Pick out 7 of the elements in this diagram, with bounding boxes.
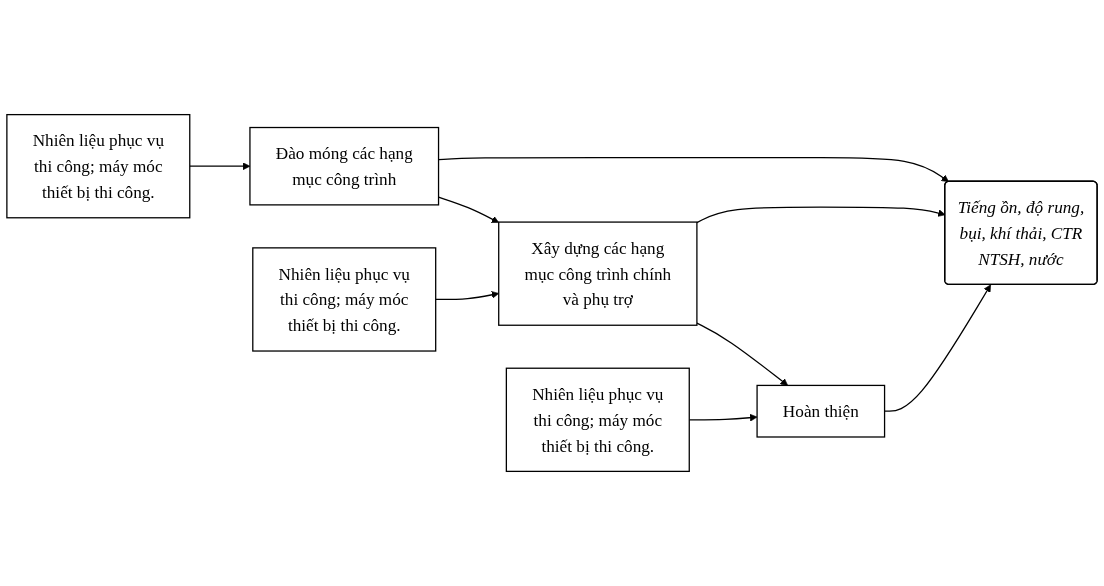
node-box: Nhiên liệu phục vụ thi công; máy móc thiết bị thi công. (252, 247, 437, 352)
node-box: Xây dựng các hạng mục công trình chính và phụ trợ (498, 221, 698, 326)
node-box: Nhiên liệu phục vụ thi công; máy móc thiết bị thi công. (505, 367, 690, 473)
arrow (696, 322, 789, 386)
node-box: Nhiên liệu phục vụ thi công; máy móc thiết bị thi công. (6, 113, 191, 219)
node-box: Hoàn thiện (756, 384, 886, 438)
node-box: Đào móng các hạng mục công trình (249, 126, 440, 206)
